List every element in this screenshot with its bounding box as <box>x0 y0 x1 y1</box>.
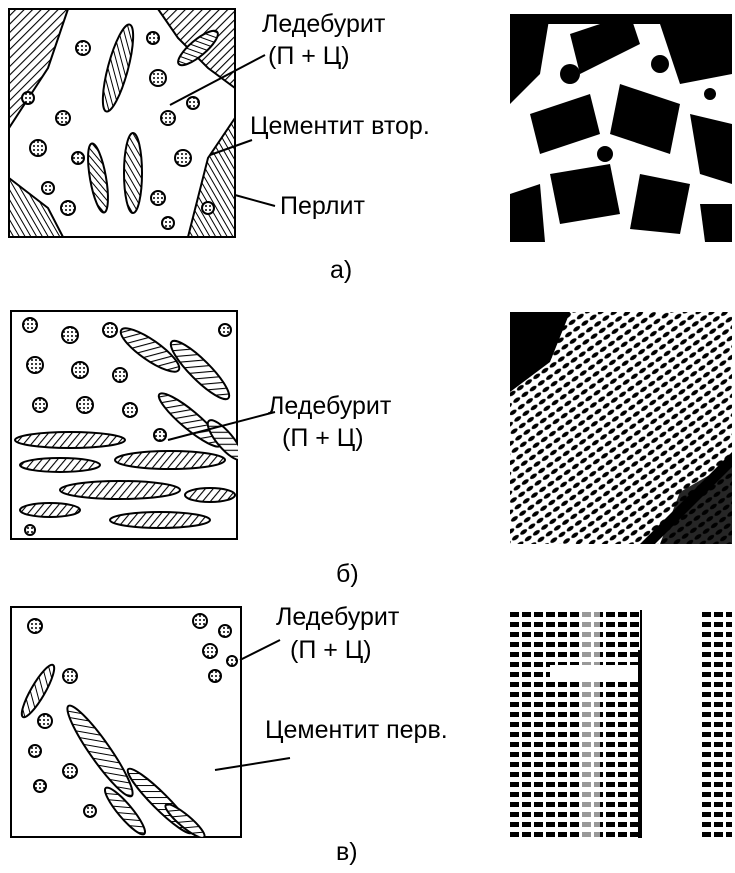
sketch-panel-b <box>10 310 238 540</box>
sketch-b-drawing <box>10 310 238 540</box>
leader-c-ledeburite <box>240 640 280 660</box>
micrograph-b <box>510 312 732 544</box>
label-c-ledeburite-formula: (П + Ц) <box>290 636 372 664</box>
micrograph-c-image <box>510 610 732 838</box>
label-a-pearlite: Перлит <box>280 192 365 220</box>
label-a-cementite-secondary: Цементит втор. <box>250 112 430 140</box>
label-c-cementite-primary: Цементит перв. <box>265 716 448 744</box>
label-a-ledeburite-formula: (П + Ц) <box>268 42 350 70</box>
micrograph-c <box>510 610 732 838</box>
sketch-c-drawing <box>10 606 242 838</box>
micrograph-b-image <box>510 312 732 544</box>
label-b-ledeburite-formula: (П + Ц) <box>282 424 364 452</box>
sketch-panel-c <box>10 606 242 838</box>
label-b-ledeburite: Ледебурит <box>268 392 391 420</box>
sketch-panel-a <box>8 8 236 238</box>
micrograph-a <box>510 14 732 242</box>
micrograph-a-image <box>510 14 732 242</box>
sketch-a-drawing <box>8 8 236 238</box>
label-c-ledeburite: Ледебурит <box>276 603 399 631</box>
caption-c: в) <box>336 838 358 866</box>
caption-a: а) <box>330 256 352 284</box>
leader-a-pearlite <box>235 195 275 206</box>
label-a-ledeburite: Ледебурит <box>262 10 385 38</box>
caption-b: б) <box>336 560 359 588</box>
